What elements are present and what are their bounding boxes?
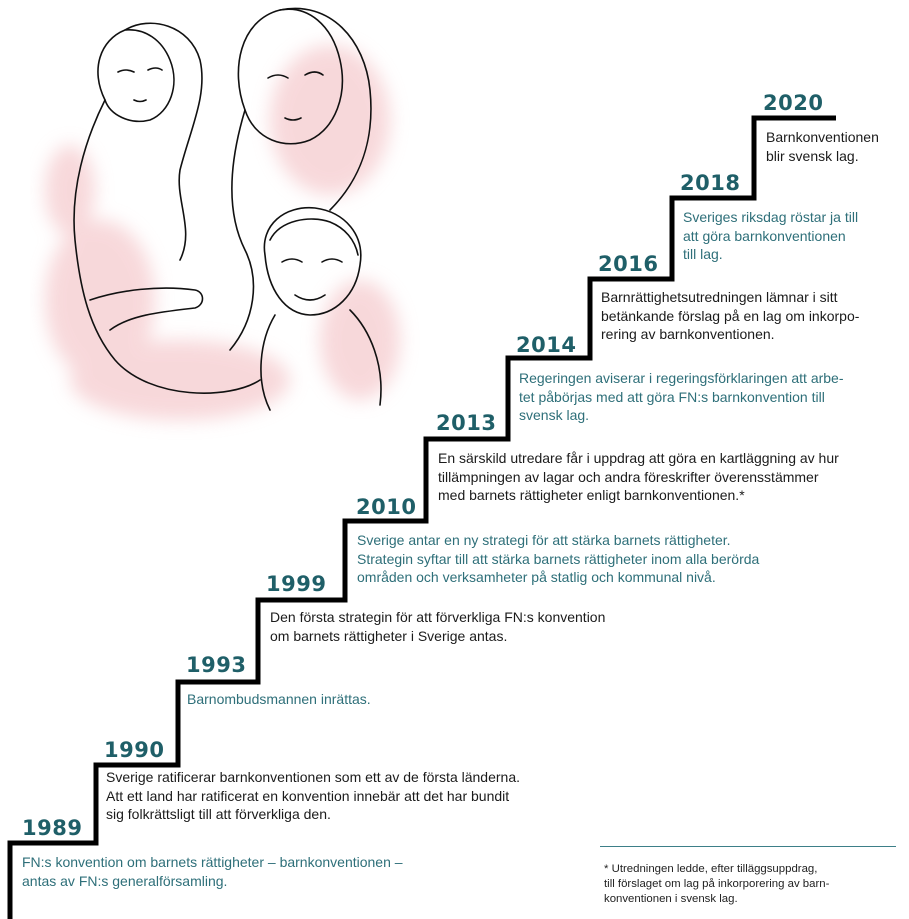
event-line: En särskild utredare får i uppdrag att g… <box>438 450 839 466</box>
event-line: Barnkonventionen <box>766 129 879 145</box>
event-2018: Sveriges riksdag röstar ja till att göra… <box>683 208 858 264</box>
year-2016: 2016 <box>598 252 659 276</box>
event-line: Att ett land har ratificerat en konventi… <box>106 787 510 804</box>
year-1993: 1993 <box>186 653 247 677</box>
event-2016: Barnrättighetsutredningen lämnar i sitt … <box>601 288 859 344</box>
event-2013: En särskild utredare får i uppdrag att g… <box>438 449 839 505</box>
event-line: Den första strategin för att förverkliga… <box>270 609 606 625</box>
year-2020: 2020 <box>763 91 824 115</box>
event-line: Regeringen aviserar i regeringsförklarin… <box>519 370 844 386</box>
year-2013: 2013 <box>436 411 497 435</box>
event-line: antas av FN:s generalförsamling. <box>22 872 228 889</box>
event-line: Sveriges riksdag röstar ja till <box>683 209 859 225</box>
year-1990: 1990 <box>104 738 165 762</box>
event-line: med barnets rättigheter enligt barnkonve… <box>438 487 745 503</box>
footnote-line: till förslaget om lag på inkorporering a… <box>604 878 830 890</box>
event-1990: Sverige ratificerar barnkonventionen som… <box>106 768 520 824</box>
event-line: tillämpningen av lagar och andra föreskr… <box>438 468 819 485</box>
event-1989: FN:s konvention om barnets rättigheter –… <box>22 853 403 890</box>
event-line: blir svensk lag. <box>766 147 859 164</box>
footnote-line: * Utredningen ledde, efter tilläggsuppdr… <box>604 863 818 875</box>
year-2010: 2010 <box>356 495 417 519</box>
event-line: områden och verksamheter på statlig och … <box>357 569 716 585</box>
event-line: Barnombudsmannen inrättas. <box>187 691 371 707</box>
footnote-line: konventionen i svensk lag. <box>604 893 738 905</box>
footnote-divider <box>600 846 896 847</box>
year-1999: 1999 <box>266 572 327 596</box>
staircase-line <box>7 115 836 919</box>
event-line: sig folkrättsligt till att förverkliga d… <box>106 806 331 822</box>
event-line: betänkande förslag på en lag om inkorpo- <box>601 307 860 324</box>
event-2020: Barnkonventionen blir svensk lag. <box>766 128 879 165</box>
footnote: * Utredningen ledde, efter tilläggsuppdr… <box>604 862 904 907</box>
event-line: till lag. <box>683 246 723 262</box>
year-2014: 2014 <box>516 333 577 357</box>
event-1999: Den första strategin för att förverkliga… <box>270 608 605 645</box>
event-line: att göra barnkonventionen <box>683 227 846 244</box>
line-drawing-three-girls-icon <box>45 7 400 420</box>
event-line: Sverige ratificerar barnkonventionen som… <box>106 769 521 785</box>
event-line: om barnets rättigheter i Sverige antas. <box>270 627 508 644</box>
year-1989: 1989 <box>22 816 83 840</box>
event-line: Barnrättighetsutredningen lämnar i sitt <box>601 289 838 305</box>
event-line: rering av barnkonventionen. <box>601 326 775 342</box>
event-line: FN:s konvention om barnets rättigheter –… <box>22 854 403 870</box>
event-line: svensk lag. <box>519 407 590 423</box>
event-line: tet påbörjas med att göra FN:s barnkonve… <box>519 388 825 405</box>
event-1993: Barnombudsmannen inrättas. <box>187 690 371 709</box>
year-2018: 2018 <box>680 171 741 195</box>
event-2010: Sverige antar en ny strategi för att stä… <box>357 531 759 587</box>
event-2014: Regeringen aviserar i regeringsförklarin… <box>519 369 844 425</box>
event-line: Strategin syftar till att stärka barnets… <box>357 550 760 567</box>
event-line: Sverige antar en ny strategi för att stä… <box>357 532 731 548</box>
